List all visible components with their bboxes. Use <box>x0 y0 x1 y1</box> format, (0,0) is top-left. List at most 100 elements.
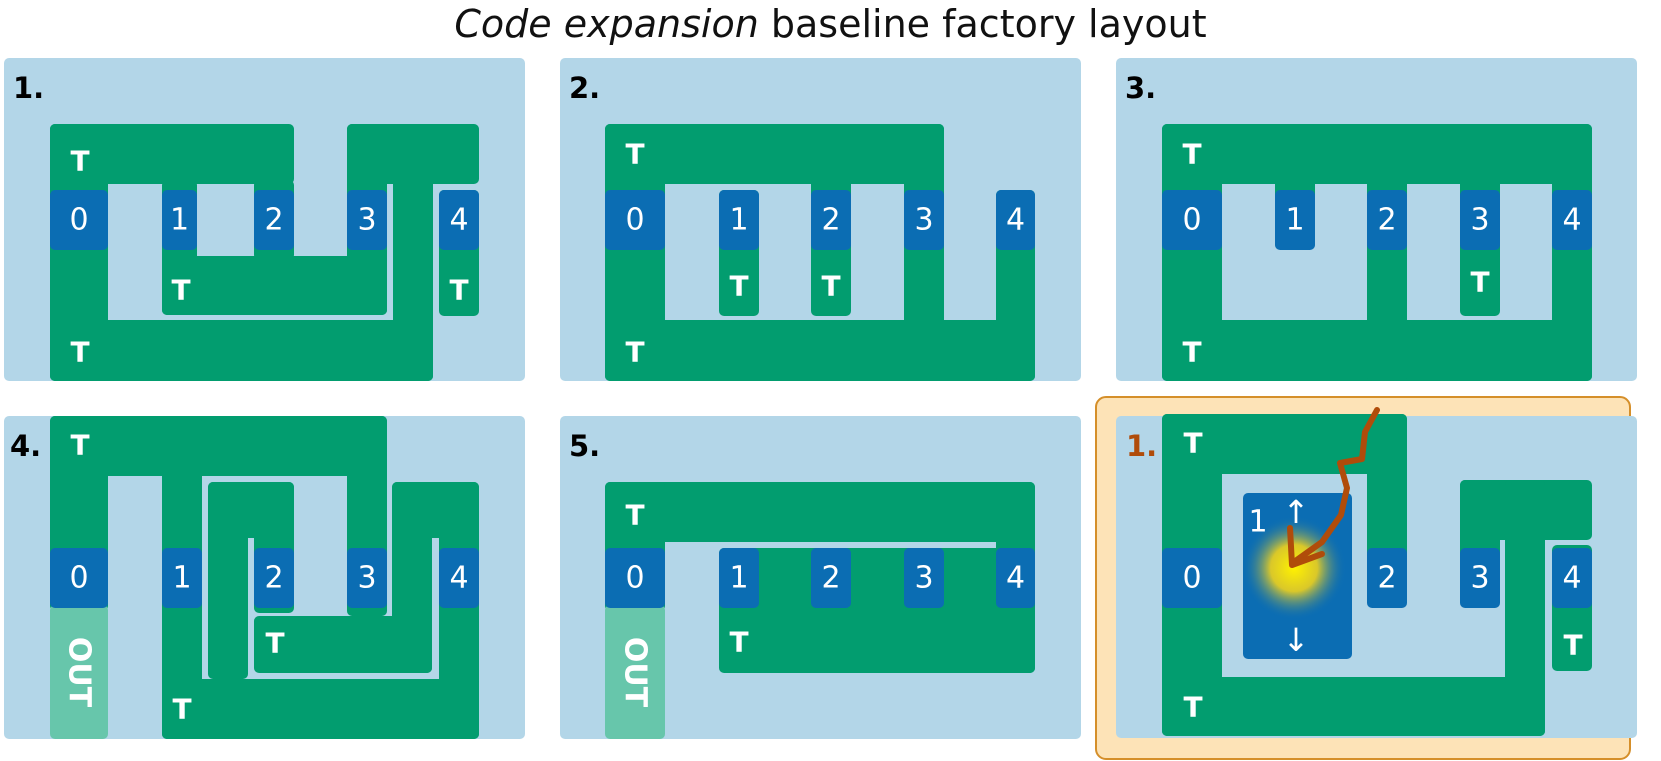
module-number-0: 0 <box>69 561 88 596</box>
transport-marker: T <box>172 693 191 726</box>
transport-marker: T <box>1563 629 1582 662</box>
belt-column-4 <box>1552 124 1592 381</box>
module-number-3: 3 <box>1470 203 1489 238</box>
middle-belt <box>162 256 387 315</box>
module-tile-1 <box>1275 190 1315 250</box>
top-belt <box>605 482 1035 542</box>
inner-left-belt <box>208 482 248 679</box>
panel-number: 2. <box>569 71 600 105</box>
output-label: OUT <box>618 637 653 708</box>
transport-marker: T <box>625 336 644 369</box>
lightning-bolt-icon <box>1291 407 1380 565</box>
module-number-4: 4 <box>1006 561 1025 596</box>
top-belt <box>50 416 387 476</box>
module-tile-0 <box>605 548 665 608</box>
transport-marker: T <box>70 145 89 178</box>
figure-title: Code expansion baseline factory layout <box>0 2 1661 46</box>
top-left-band <box>50 124 294 184</box>
module-number-4: 4 <box>1562 561 1581 596</box>
belt-column-2 <box>1367 124 1407 381</box>
module-tile-4 <box>996 548 1035 608</box>
module-tile-2 <box>1367 190 1407 250</box>
module-number-1: 1 <box>1285 203 1304 238</box>
module-tile-3 <box>904 190 944 250</box>
transport-marker: T <box>265 627 284 660</box>
transport-marker: T <box>625 138 644 171</box>
transport-marker: T <box>729 270 748 303</box>
module-tile-0 <box>50 548 108 608</box>
transport-marker: T <box>1470 266 1489 299</box>
module-tile-0 <box>1162 548 1222 608</box>
bottom-belt <box>162 679 479 739</box>
panel-number: 4. <box>10 429 41 463</box>
title-emphasis: Code expansion <box>454 2 759 46</box>
module-tile-4 <box>439 548 479 608</box>
transport-marker: T <box>171 274 190 307</box>
module-tile-4 <box>996 190 1035 250</box>
module-number-2: 2 <box>1377 203 1396 238</box>
module-tile-1 <box>719 190 759 250</box>
output-belt <box>605 605 665 739</box>
panel-number: 1. <box>1126 429 1157 463</box>
module-number-0: 0 <box>69 203 88 238</box>
module-number-3: 3 <box>914 203 933 238</box>
transport-marker: T <box>821 270 840 303</box>
module-number-4: 4 <box>449 203 468 238</box>
module-tile-3 <box>347 548 387 608</box>
module-number-1: 1 <box>170 203 189 238</box>
output-label: OUT <box>62 637 97 708</box>
transport-marker: T <box>1183 691 1202 724</box>
bottom-belt <box>50 320 433 381</box>
module-number-2: 2 <box>821 561 840 596</box>
module-tile-3 <box>1460 190 1500 250</box>
module-number-1: 1 <box>729 203 748 238</box>
module-number-4: 4 <box>1562 203 1581 238</box>
transport-marker: T <box>70 336 89 369</box>
belt-column-4 <box>439 482 479 739</box>
module-number-1: 1 <box>1248 505 1267 540</box>
module-tile-1 <box>162 190 197 250</box>
module-tile-3 <box>347 190 387 250</box>
module-number-2: 2 <box>264 203 283 238</box>
module-tile-0 <box>50 190 108 250</box>
module-number-3: 3 <box>1470 561 1489 596</box>
panel-number: 3. <box>1125 71 1156 105</box>
module-number-2: 2 <box>821 203 840 238</box>
module-number-3: 3 <box>914 561 933 596</box>
transport-marker: T <box>449 274 468 307</box>
output-belt <box>50 605 108 739</box>
module-tile-2 <box>811 548 851 608</box>
module-tile-4 <box>1552 190 1592 250</box>
module-number-4: 4 <box>449 561 468 596</box>
module-number-1: 1 <box>172 561 191 596</box>
module-tile-1 <box>162 548 202 608</box>
module-tile-4 <box>1552 548 1592 608</box>
belt-column-3 <box>904 124 944 381</box>
left-vertical-belt <box>605 124 665 381</box>
right-inner-belt <box>1505 480 1545 736</box>
module-number-3: 3 <box>357 203 376 238</box>
module-number-0: 0 <box>625 561 644 596</box>
module-number-1: 1 <box>729 561 748 596</box>
module-tile-3 <box>904 548 944 608</box>
panel-number: 1. <box>13 71 44 105</box>
arrow-up-icon: ↑ <box>1283 493 1310 531</box>
transport-marker: T <box>1182 336 1201 369</box>
title-rest: baseline factory layout <box>758 2 1207 46</box>
module-tile-2 <box>811 190 851 250</box>
left-vertical-belt <box>1162 124 1222 381</box>
transport-marker: T <box>70 429 89 462</box>
module-tile-0 <box>1162 190 1222 250</box>
module-number-0: 0 <box>625 203 644 238</box>
lower-belt <box>719 548 1035 673</box>
panel-number: 5. <box>569 429 600 463</box>
module-tile-2 <box>1367 548 1407 608</box>
module-tile-3 <box>1460 548 1500 608</box>
